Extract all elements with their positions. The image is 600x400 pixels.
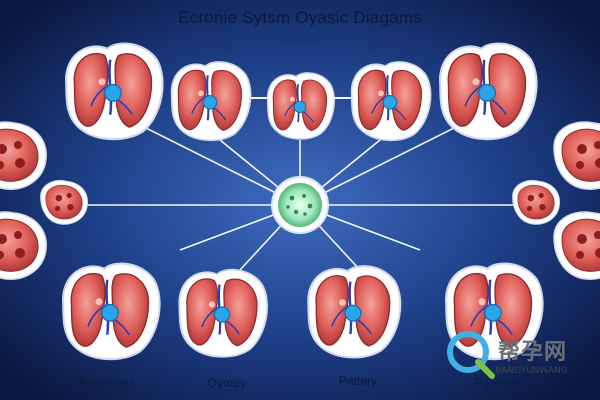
- label-bottom-right: Pateerts: [474, 376, 520, 390]
- cell-left-middle: [40, 179, 89, 225]
- organ-icon: [266, 71, 336, 140]
- organ-top-center-left: [170, 60, 252, 142]
- organ-bottom-center-left: [178, 268, 269, 358]
- organ-top-right: [438, 42, 538, 141]
- label-bottom-center-right: Pattery: [338, 374, 377, 388]
- organ-top-center: [266, 71, 336, 140]
- organ-bottom-left: [61, 262, 161, 361]
- organ-icon: [512, 179, 561, 225]
- diagram-title: Ecronie Sytsm Oyasic Diagams: [178, 8, 422, 27]
- organ-icon: [438, 42, 538, 141]
- label-bottom-center-left: Oyoary: [207, 376, 247, 390]
- organ-icon: [306, 264, 402, 359]
- central-hub: [271, 176, 329, 234]
- organ-icon: [350, 60, 432, 142]
- watermark-en: BANGYUNWANG: [495, 366, 568, 376]
- hub-icon: [278, 183, 322, 227]
- cell-right-middle: [512, 179, 561, 225]
- organ-icon: [64, 42, 164, 141]
- organ-top-center-right: [350, 60, 432, 142]
- organ-icon: [61, 262, 161, 361]
- organ-icon: [178, 268, 269, 358]
- organ-top-left: [64, 42, 164, 141]
- watermark-logo-icon: [447, 331, 495, 379]
- organ-icon: [170, 60, 252, 142]
- organ-bottom-center-right: [306, 264, 402, 359]
- watermark: 帮孕网 BANGYUNWANG: [448, 330, 598, 390]
- organ-icon: [40, 179, 89, 225]
- label-bottom-left: Ennectces: [78, 376, 136, 390]
- watermark-cn: 帮孕网: [498, 340, 568, 365]
